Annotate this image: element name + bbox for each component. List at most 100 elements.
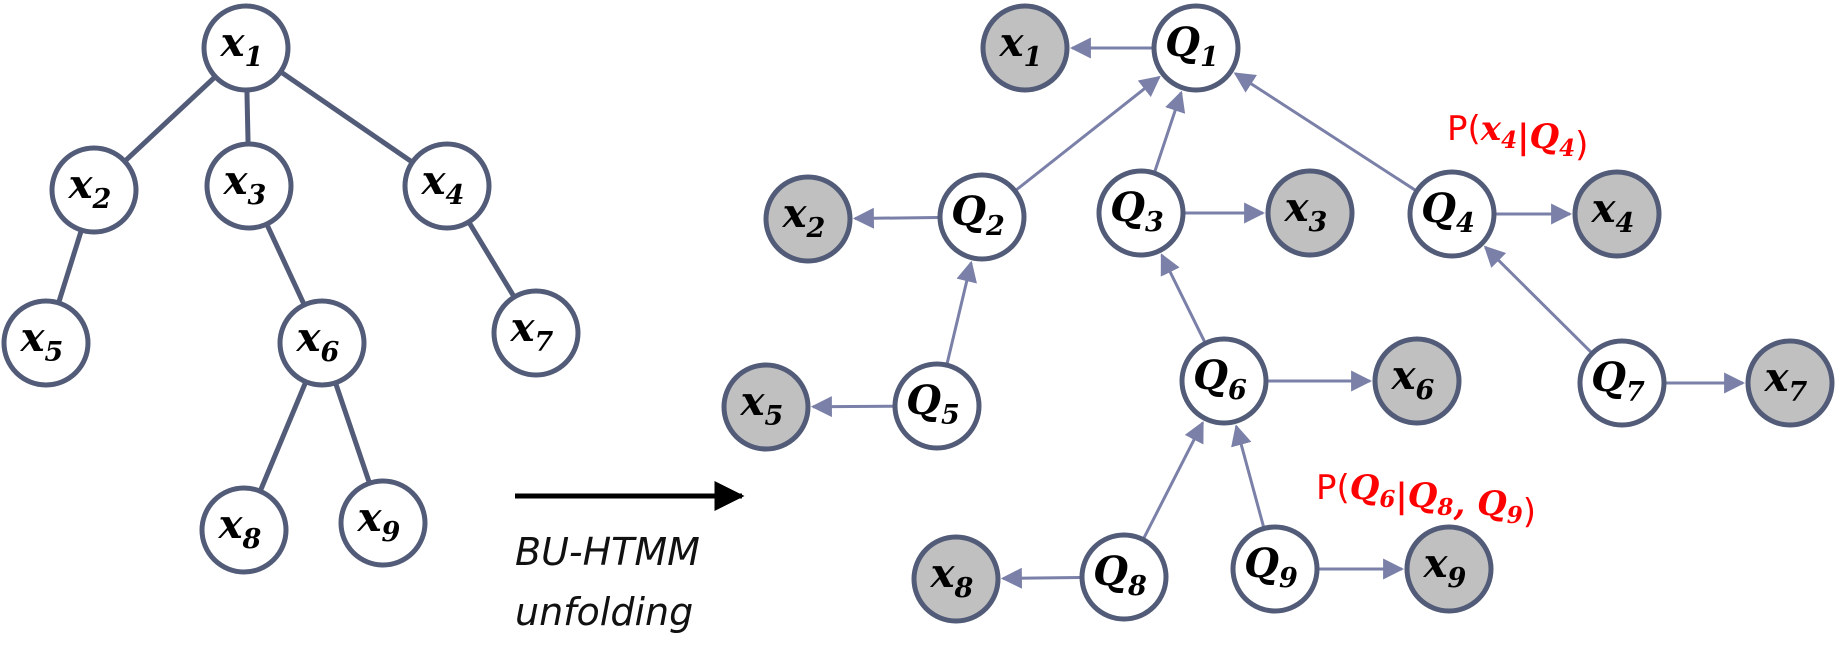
node-ox4: x4 [1572,169,1662,259]
node-label-base: x [357,494,383,541]
node-circle-ox4 [1572,169,1662,259]
node-x9: x9 [338,478,428,568]
node-label-ox5: x5 [740,378,784,432]
node-label-base: x [999,19,1025,66]
node-label-base: x [220,19,246,66]
node-label-base: x [510,304,536,351]
node-circle-Q9 [1230,524,1320,614]
node-label-subscript: 3 [248,180,267,211]
node-label-base: x [1591,185,1617,232]
node-label-subscript: 4 [1456,208,1475,239]
node-label-ox3: x3 [1284,184,1328,238]
node-label-subscript: 7 [1789,377,1808,408]
node-label-base: x [782,190,808,237]
formula-variable: |Q [1517,117,1559,157]
node-x6: x6 [277,298,367,388]
caption-line-1: BU-HTMM [515,530,700,574]
node-label-base: x [223,157,249,204]
node-label-ox4: x4 [1591,185,1635,239]
node-label-subscript: 9 [382,517,401,548]
node-circle-ox3 [1265,168,1355,258]
node-label-base: x [1423,540,1449,587]
node-label-x6: x6 [296,314,340,368]
caption-line-2: unfolding [515,590,693,634]
node-circle-x6 [277,298,367,388]
node-label-base: x [1284,184,1310,231]
transition-probability-label: P(Q6|Q8, Q9) [1316,468,1536,532]
node-circle-ox5 [721,362,811,452]
node-label-subscript: 7 [535,327,554,358]
node-label-subscript: 8 [242,524,262,555]
node-circle-Q8 [1079,532,1169,622]
node-label-Q7: Q7 [1591,354,1645,408]
arrow-Q6-to-Q3 [1160,253,1206,343]
node-label-base: Q [1110,184,1145,231]
node-label-ox8: x8 [930,550,974,604]
node-label-Q5: Q5 [906,377,960,431]
node-Q9: Q9 [1230,524,1320,614]
node-circle-ox6 [1372,336,1462,426]
arrow-Q8-to-ox8 [1000,567,1081,589]
node-label-base: Q [1244,540,1279,587]
node-label-subscript: 3 [1309,207,1328,238]
node-x2: x2 [49,145,139,235]
arrow-Q9-to-Q6 [1231,424,1265,527]
arrow-Q2-to-ox2 [852,207,939,229]
node-label-subscript: 5 [765,401,784,432]
node-Q4: Q4 [1407,169,1497,259]
node-label-x3: x3 [223,157,267,211]
arrow-Q4-to-Q1 [1233,72,1416,192]
node-label-x1: x1 [220,19,264,73]
node-label-base: x [1764,354,1790,401]
node-label-subscript: 9 [1279,563,1298,594]
node-label-subscript: 6 [321,337,340,368]
node-label-Q6: Q6 [1193,352,1247,406]
node-label-x9: x9 [357,494,401,548]
node-circle-x1 [201,3,291,93]
node-label-subscript: 7 [1626,377,1645,408]
node-label-subscript: 4 [1616,208,1635,239]
formula-suffix: ) [1523,492,1536,532]
node-circle-x3 [204,141,294,231]
arrow-Q3-to-Q1 [1153,90,1186,172]
node-ox5: x5 [721,362,811,452]
node-label-base: x [296,314,322,361]
node-label-x4: x4 [421,157,465,211]
formula-subscript: 4 [1559,135,1575,162]
node-label-base: Q [1591,354,1626,401]
node-circle-Q6 [1179,336,1269,426]
node-label-base: Q [906,377,941,424]
node-label-base: Q [1165,19,1200,66]
node-label-ox2: x2 [782,190,826,244]
node-label-ox9: x9 [1423,540,1467,594]
node-circle-Q7 [1577,338,1667,428]
emission-probability-label: P(x4|Q4) [1447,109,1588,165]
node-ox2: x2 [763,174,853,264]
node-label-ox1: x1 [999,19,1043,73]
formula-text: P(Q6|Q8, Q9) [1316,468,1536,532]
node-ox3: x3 [1265,168,1355,258]
node-ox6: x6 [1372,336,1462,426]
node-label-base: x [1391,352,1417,399]
node-label-ox6: x6 [1391,352,1435,406]
formula-prefix: P( [1447,109,1481,149]
node-circle-Q2 [937,172,1027,262]
arrow-Q2-to-Q1 [1015,75,1161,191]
node-label-subscript: 8 [1127,571,1147,602]
node-label-base: x [930,550,956,597]
node-label-Q8: Q8 [1093,548,1147,602]
node-Q2: Q2 [937,172,1027,262]
node-label-Q2: Q2 [951,188,1005,242]
node-label-base: x [421,157,447,204]
node-Q5: Q5 [892,361,982,451]
node-label-x5: x5 [20,314,64,368]
node-x8: x8 [199,485,289,575]
node-circle-x5 [1,298,91,388]
node-circle-ox1 [980,3,1070,93]
arrow-Q5-to-Q2 [945,260,977,364]
node-label-subscript: 6 [1228,375,1247,406]
node-label-subscript: 4 [446,180,465,211]
